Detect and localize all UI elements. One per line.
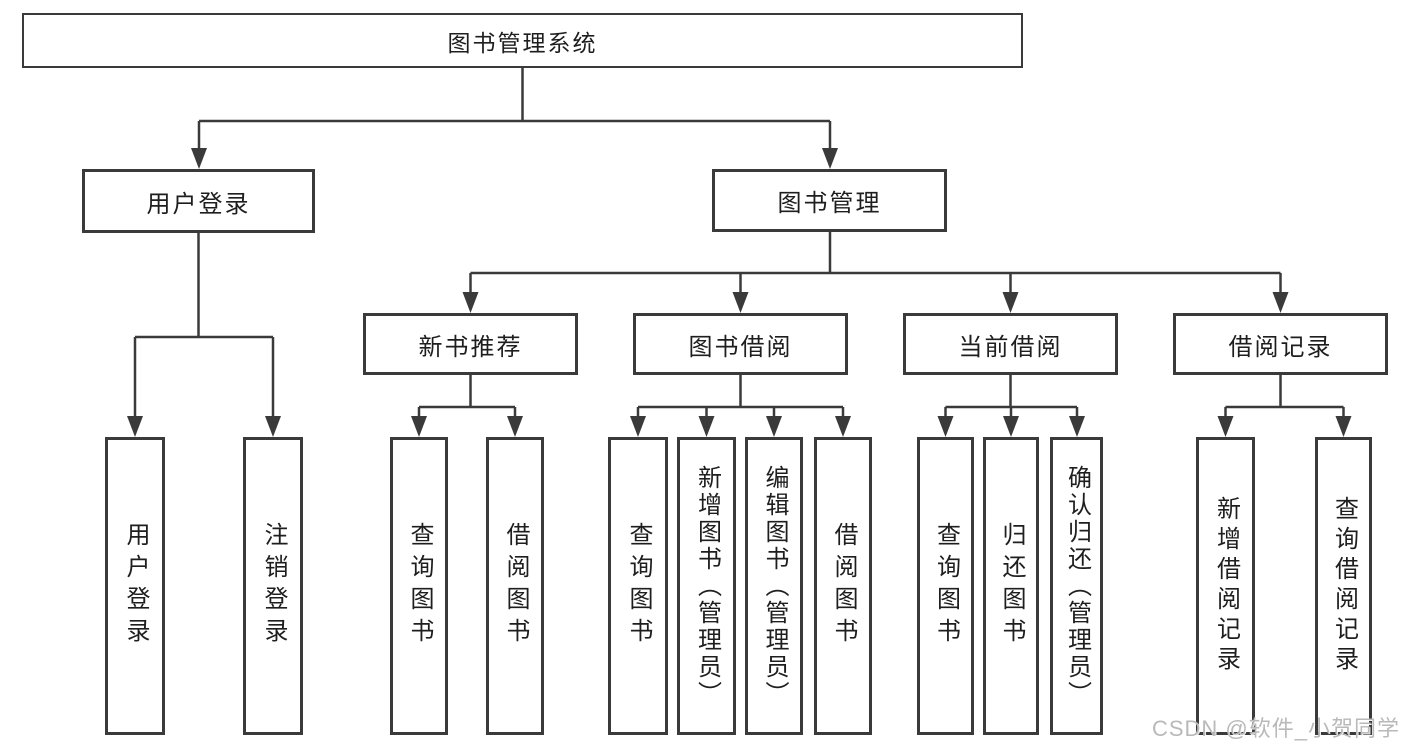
leaf-label: 用户登录 [122,522,149,650]
leaf-label: 归还图书 [998,522,1025,650]
node-label: 用户登录 [146,190,251,218]
leaf-current-query-books: 查询图书 [917,437,974,735]
leaf-label: 借阅图书 [830,522,857,650]
leaf-borrowing-edit-books-admin: 编辑图书（管理员） [745,437,803,735]
node-book-management: 图书管理 [712,169,947,232]
node-borrowing-records: 借阅记录 [1173,313,1388,375]
leaf-label: 借阅图书 [502,522,529,650]
node-label: 当前借阅 [958,333,1063,361]
leaf-label: 编辑图书（管理员） [761,464,788,708]
leaf-label: 确认归还（管理员） [1063,464,1091,708]
leaf-borrowing-add-books-admin: 新增图书（管理员） [677,437,736,735]
leaf-logout: 注销登录 [243,437,303,735]
leaf-label: 新增借阅记录 [1212,496,1240,676]
csdn-watermark: CSDN @软件_小贺同学 [1151,716,1400,741]
leaf-recommend-borrow-books: 借阅图书 [486,437,544,735]
leaf-user-login: 用户登录 [105,437,165,735]
node-library-management-system: 图书管理系统 [22,13,1023,68]
leaf-borrowing-query-books: 查询图书 [608,437,668,735]
leaf-label: 查询借阅记录 [1330,496,1358,676]
node-user-login: 用户登录 [82,169,315,233]
node-label: 借阅记录 [1228,333,1333,361]
leaf-label: 查询图书 [932,522,960,650]
leaf-label: 新增图书（管理员） [693,464,721,708]
leaf-recommend-query-books: 查询图书 [390,437,448,735]
node-label: 图书管理系统 [447,29,598,56]
node-new-book-recommendation: 新书推荐 [363,313,578,375]
leaf-borrowing-borrow-books: 借阅图书 [814,437,872,735]
node-label: 图书借阅 [688,333,793,361]
leaf-label: 查询图书 [625,522,652,650]
leaf-records-query-borrow-record: 查询借阅记录 [1315,437,1372,735]
leaf-current-return-books: 归还图书 [983,437,1039,735]
leaf-current-confirm-return-admin: 确认归还（管理员） [1050,437,1103,735]
node-label: 图书管理 [777,190,882,217]
node-current-borrowing: 当前借阅 [903,313,1118,375]
node-book-borrowing: 图书借阅 [633,313,848,375]
leaf-label: 注销登录 [260,522,287,650]
leaf-records-add-borrow-record: 新增借阅记录 [1196,437,1255,735]
leaf-label: 查询图书 [406,522,433,650]
node-label: 新书推荐 [418,333,523,361]
